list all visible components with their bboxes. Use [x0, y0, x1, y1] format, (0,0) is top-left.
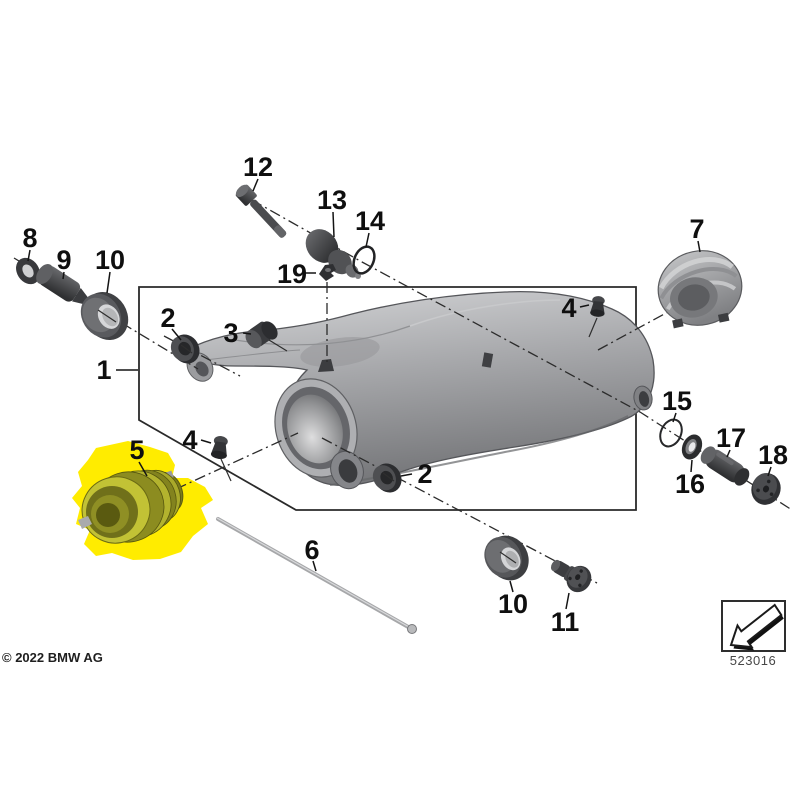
callout-13: 13 — [317, 185, 347, 238]
callout-4-left: 4 — [182, 425, 212, 455]
part-18-cover — [751, 473, 781, 505]
axis-boot — [175, 432, 299, 490]
callout-19-label: 19 — [277, 259, 307, 289]
callout-3: 3 — [223, 318, 252, 348]
callout-14: 14 — [355, 206, 385, 248]
part-19-clip — [319, 264, 336, 281]
callout-6-label: 6 — [304, 535, 319, 565]
connector-3-to-arm — [268, 339, 288, 352]
shaft-line-2-left — [180, 344, 193, 354]
callout-4-right: 4 — [561, 293, 590, 323]
callout-15: 15 — [662, 386, 692, 423]
callout-10-left: 10 — [95, 245, 125, 294]
shaft-line-10 — [97, 309, 117, 323]
diagram-code-text: 523016 — [730, 653, 776, 668]
callout-2-left-label: 2 — [160, 303, 175, 333]
callout-19: 19 — [277, 259, 316, 289]
part-2-bearing-bottom — [372, 463, 402, 493]
callout-4-right-label: 4 — [561, 293, 576, 323]
callout-10-left-label: 10 — [95, 245, 125, 275]
part-10-bushing-bottom — [484, 535, 529, 581]
callout-4-left-label: 4 — [182, 425, 197, 455]
callout-2-bottom-label: 2 — [417, 459, 432, 489]
callout-12-label: 12 — [243, 152, 273, 182]
axis-bottom-bearing — [321, 437, 598, 584]
swingarm-top-nub — [481, 352, 494, 368]
callout-5-label: 5 — [129, 435, 144, 465]
callout-8-label: 8 — [22, 223, 37, 253]
shaft-line-10-bottom — [499, 551, 517, 564]
callout-7-label: 7 — [689, 214, 704, 244]
part-3-bushing — [245, 321, 278, 349]
callout-5: 5 — [129, 435, 148, 477]
callout-10-bottom: 10 — [498, 580, 528, 619]
direction-arrow-icon — [729, 603, 784, 651]
callout-2-bottom: 2 — [400, 459, 433, 489]
shaft-line-2-bottom — [382, 472, 395, 482]
callout-10-bottom-label: 10 — [498, 589, 528, 619]
callout-3-label: 3 — [223, 318, 238, 348]
part-17-sleeve — [700, 446, 750, 486]
callout-13-label: 13 — [317, 185, 347, 215]
callout-18: 18 — [758, 440, 788, 477]
callouts-layer: 1 2 2 3 4 4 5 6 — [22, 152, 788, 637]
part-8-washer — [16, 257, 40, 285]
callout-1: 1 — [96, 355, 138, 385]
part-12-bolt — [235, 184, 287, 238]
callout-12: 12 — [243, 152, 273, 192]
callout-9-label: 9 — [56, 245, 71, 275]
part-1-frame-box — [138, 286, 637, 511]
callout-11-label: 11 — [551, 607, 580, 637]
callout-9: 9 — [56, 245, 72, 280]
callout-15-label: 15 — [662, 386, 692, 416]
part-4-plug-right — [590, 296, 605, 317]
callout-17-label: 17 — [716, 423, 746, 453]
callout-8: 8 — [22, 223, 38, 262]
part-7-cap — [657, 250, 743, 329]
callout-14-label: 14 — [355, 206, 385, 236]
swingarm-top-peg — [318, 359, 334, 372]
part-15-o-ring — [659, 418, 683, 448]
part-5-boot — [78, 469, 184, 544]
legend-box: 523016 — [721, 600, 786, 668]
connector-4-left — [220, 458, 232, 482]
part-14-o-ring — [352, 245, 376, 275]
connector-4-right — [588, 317, 598, 338]
part-4-plug-left — [210, 436, 228, 460]
callout-17: 17 — [716, 423, 746, 458]
callout-7: 7 — [689, 214, 705, 253]
swingarm-pivot-bore — [287, 394, 343, 464]
part-16-seal — [681, 434, 703, 460]
callout-16-label: 16 — [675, 469, 705, 499]
callout-18-label: 18 — [758, 440, 788, 470]
callout-11: 11 — [551, 592, 580, 637]
axis-left-bearing — [163, 335, 241, 377]
callout-1-label: 1 — [96, 355, 111, 385]
boot-clamp-tab-bottom — [78, 516, 92, 529]
callout-2-left: 2 — [160, 303, 182, 341]
callout-6: 6 — [304, 535, 320, 572]
copyright-text: © 2022 BMW AG — [2, 650, 103, 665]
part-6-rod — [216, 517, 417, 634]
callout-16: 16 — [675, 459, 705, 499]
part-11-plug-screw — [550, 559, 592, 593]
